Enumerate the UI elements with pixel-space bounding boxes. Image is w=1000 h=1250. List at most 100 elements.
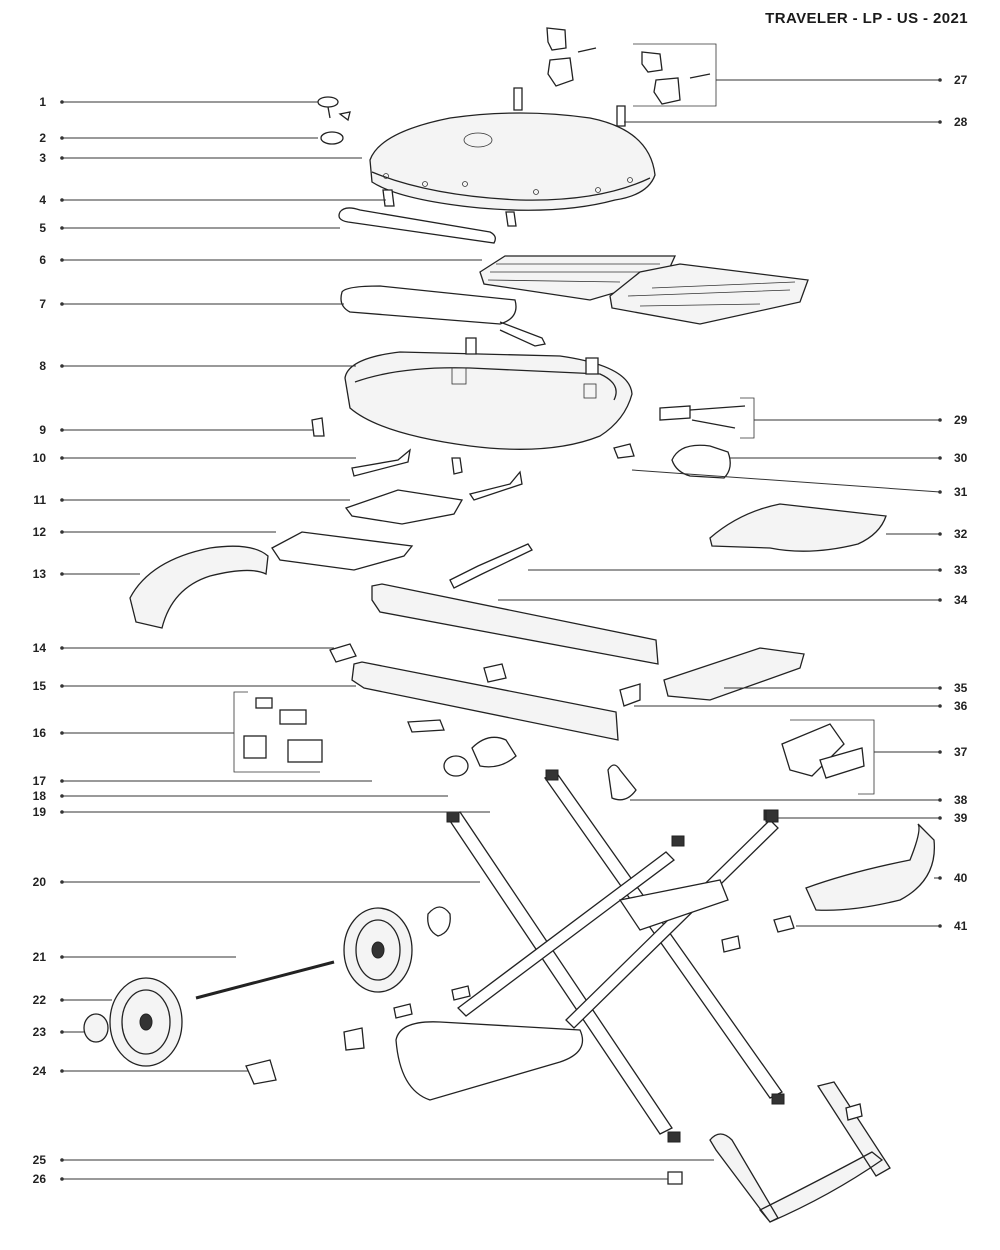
leader-line-31	[631, 469, 941, 493]
callout-label-10: 10	[33, 451, 47, 465]
leader-dot-14	[60, 646, 64, 650]
part-33-gas-strut	[449, 543, 533, 589]
callout-label-39: 39	[954, 811, 968, 825]
part-40-side-handle	[805, 823, 936, 911]
callout-labels: 1234567891011121314151617181920212223242…	[33, 73, 968, 1186]
callout-label-41: 41	[954, 919, 968, 933]
leader-dot-17	[60, 779, 64, 783]
leader-dot-22	[60, 998, 64, 1002]
part-31-connector	[613, 443, 635, 459]
callout-label-5: 5	[39, 221, 46, 235]
part-9-clip	[311, 417, 325, 437]
part-11-drip-tray-liner	[344, 489, 464, 525]
diagram-title: TRAVELER - LP - US - 2021	[765, 10, 968, 27]
callout-label-14: 14	[33, 641, 47, 655]
leader-dot-30	[938, 456, 942, 460]
part-30-regulator	[671, 444, 731, 479]
leader-dot-1	[60, 100, 64, 104]
part-16-latch-kit	[233, 691, 323, 773]
part-28-clips	[513, 87, 626, 127]
leader-dot-11	[60, 498, 64, 502]
callout-label-2: 2	[39, 131, 46, 145]
part-37-lock-assembly	[781, 719, 875, 795]
part-2-bezel	[320, 131, 344, 145]
leader-dot-21	[60, 955, 64, 959]
leader-dot-31	[938, 490, 942, 494]
part-26-bolt	[667, 1171, 683, 1185]
part-29-igniter	[659, 397, 755, 439]
part-15-bracket	[483, 663, 507, 683]
part-15-frame-rail	[351, 661, 619, 741]
callout-label-18: 18	[33, 789, 47, 803]
callout-label-24: 24	[33, 1064, 47, 1078]
part-13-side-handle	[129, 545, 269, 629]
callout-label-22: 22	[33, 993, 47, 1007]
callout-label-11: 11	[33, 493, 46, 507]
callout-label-31: 31	[954, 485, 968, 499]
leader-dot-19	[60, 810, 64, 814]
part-5-lid-handle	[338, 207, 496, 244]
callout-label-33: 33	[954, 563, 968, 577]
part-12-drip-tray	[271, 531, 414, 571]
part-14-bracket	[329, 643, 357, 663]
leader-dot-2	[60, 136, 64, 140]
callout-label-13: 13	[33, 567, 47, 581]
part-3-lid	[369, 112, 656, 211]
leader-dot-9	[60, 428, 64, 432]
leader-dot-20	[60, 880, 64, 884]
callout-label-20: 20	[33, 875, 47, 889]
callout-label-25: 25	[33, 1153, 47, 1167]
callout-label-3: 3	[39, 151, 46, 165]
part-38-lever	[607, 764, 637, 801]
leader-dot-25	[60, 1158, 64, 1162]
part-hub-insert	[427, 906, 451, 937]
part-34-frame-rail	[371, 583, 659, 665]
callout-label-8: 8	[39, 359, 46, 373]
part-25-rear-handle	[709, 1081, 891, 1223]
leader-dot-29	[938, 418, 942, 422]
leader-dot-10	[60, 456, 64, 460]
callout-label-40: 40	[954, 871, 968, 885]
callout-label-29: 29	[954, 413, 968, 427]
leader-dot-38	[938, 798, 942, 802]
part-6-grates	[479, 255, 809, 325]
part-wheel-upper	[343, 907, 413, 993]
part-20-cart-legs	[395, 769, 785, 1143]
callout-label-38: 38	[954, 793, 968, 807]
part-21-axle	[195, 960, 335, 1000]
leader-dot-12	[60, 530, 64, 534]
leader-dot-40	[938, 876, 942, 880]
callout-label-16: 16	[33, 726, 47, 740]
callout-label-7: 7	[39, 297, 46, 311]
callout-label-9: 9	[39, 423, 46, 437]
callout-label-15: 15	[33, 679, 47, 693]
leader-dot-6	[60, 258, 64, 262]
leader-dot-35	[938, 686, 942, 690]
part-41-foot	[721, 915, 795, 953]
callout-label-34: 34	[954, 593, 968, 607]
part-23-hub-cap	[83, 1013, 109, 1043]
part-35-latch-rail	[663, 647, 805, 701]
callout-label-26: 26	[33, 1172, 47, 1186]
callout-label-27: 27	[954, 73, 968, 87]
leader-dot-24	[60, 1069, 64, 1073]
part-32-side-shelf	[709, 503, 887, 552]
leader-dot-28	[938, 120, 942, 124]
part-10-rails	[351, 448, 523, 501]
part-bolt-right	[845, 1103, 863, 1121]
leader-dot-37	[938, 750, 942, 754]
callout-label-12: 12	[33, 525, 47, 539]
leader-dot-32	[938, 532, 942, 536]
leader-dot-26	[60, 1177, 64, 1181]
callout-label-21: 21	[33, 950, 47, 964]
callout-label-19: 19	[33, 805, 47, 819]
leader-dot-36	[938, 704, 942, 708]
callout-label-4: 4	[39, 193, 46, 207]
leader-dot-39	[938, 816, 942, 820]
leader-lines	[60, 78, 942, 1181]
leader-dot-33	[938, 568, 942, 572]
part-7-burner	[340, 285, 546, 347]
leader-dot-41	[938, 924, 942, 928]
